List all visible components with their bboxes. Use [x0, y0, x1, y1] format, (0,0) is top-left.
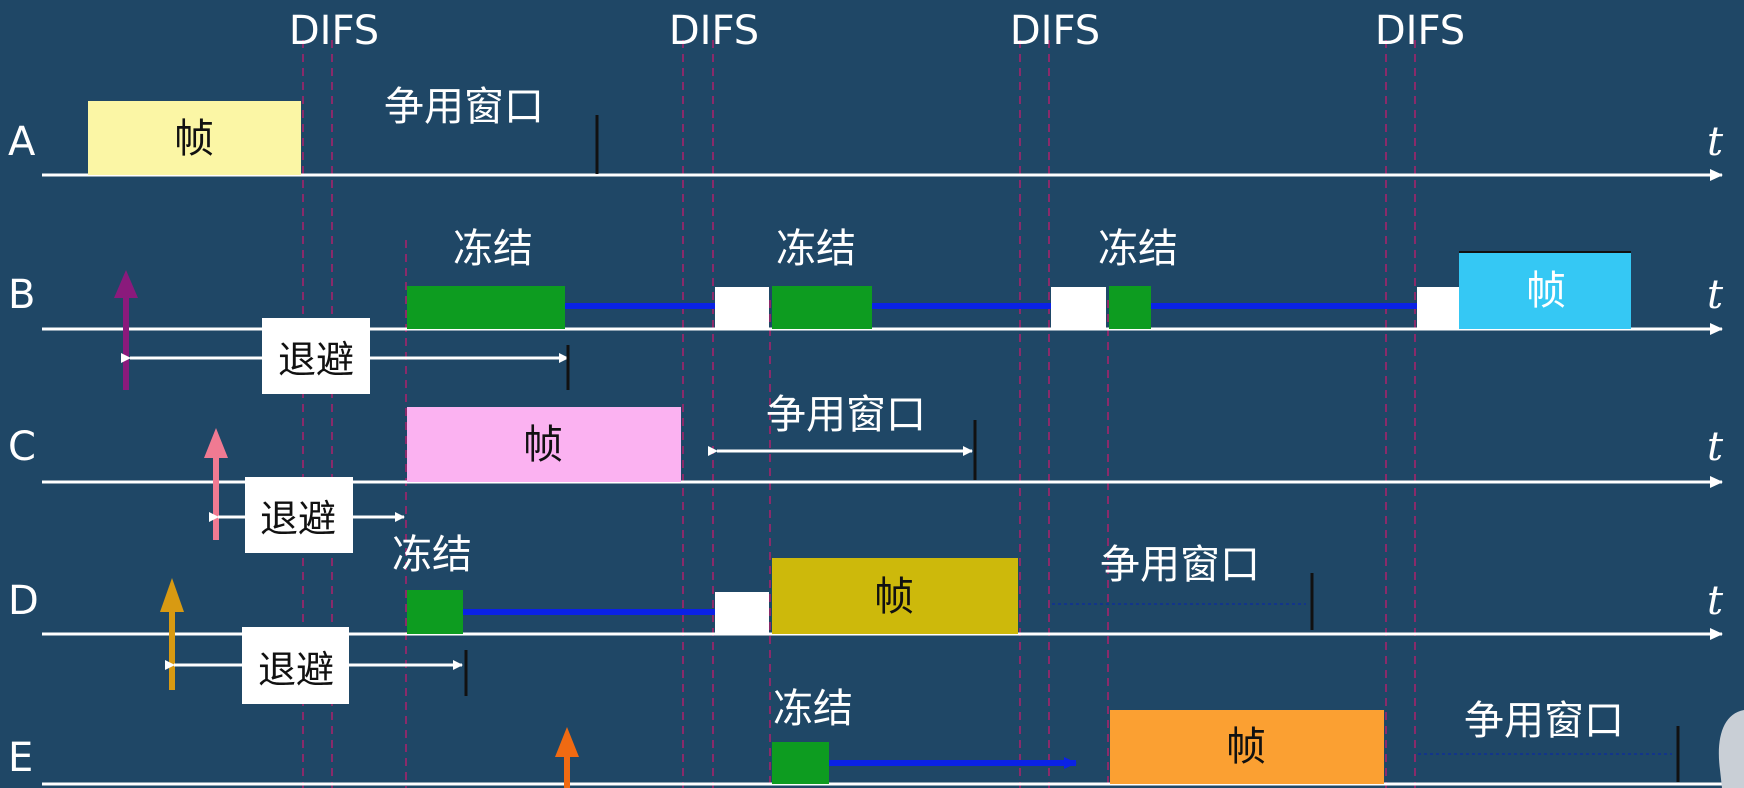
freeze-b3	[1109, 286, 1151, 329]
frame-e	[1110, 710, 1384, 784]
backoff-label-c: 退避	[260, 497, 336, 541]
freeze-label-b2: 冻结	[776, 226, 856, 272]
row-label-c: C	[8, 424, 36, 470]
freeze-e	[772, 742, 829, 784]
row-label-d: D	[8, 578, 39, 624]
frame-b-label: 帧	[1526, 268, 1566, 314]
row-label-a: A	[8, 119, 36, 165]
frame-d	[772, 558, 1018, 634]
arrival-arrowhead-b	[114, 270, 138, 298]
contention-window-label-d: 争用窗口	[1100, 542, 1260, 588]
time-label-a: t	[1707, 119, 1724, 165]
backoff-label-d: 退避	[258, 648, 334, 692]
backoff-label-b: 退避	[278, 338, 354, 382]
difs-label-3: DIFS	[1010, 8, 1100, 54]
presenter-silhouette	[1718, 710, 1744, 788]
frame-c	[407, 407, 681, 482]
difs-gap-d	[715, 592, 769, 634]
frame-c-label: 帧	[523, 422, 563, 468]
freeze-b2	[772, 286, 872, 329]
difs-label-1: DIFS	[289, 8, 379, 54]
freeze-label-b3: 冻结	[1098, 226, 1178, 272]
freeze-label-b1: 冻结	[453, 226, 533, 272]
freeze-label-d: 冻结	[392, 532, 472, 578]
arrival-arrowhead-d	[160, 578, 184, 612]
frame-a-label: 帧	[174, 116, 214, 162]
freeze-d	[407, 590, 463, 634]
difs-label-2: DIFS	[669, 8, 759, 54]
difs-gap-b2	[1051, 287, 1106, 329]
row-label-b: B	[8, 272, 35, 318]
frame-a	[88, 101, 301, 175]
backoff-box-d	[242, 627, 349, 704]
time-label-c: t	[1707, 424, 1724, 470]
freeze-b1	[407, 286, 565, 329]
time-label-b: t	[1707, 272, 1724, 318]
time-label-d: t	[1707, 578, 1724, 624]
row-label-e: E	[8, 735, 33, 781]
frame-d-label: 帧	[874, 574, 914, 620]
difs-gap-b1	[715, 287, 769, 329]
contention-window-label-e: 争用窗口	[1464, 698, 1624, 744]
difs-label-4: DIFS	[1375, 8, 1465, 54]
arrival-arrowhead-e	[555, 727, 579, 757]
backoff-box-c	[245, 477, 353, 553]
contention-window-label-a: 争用窗口	[384, 84, 544, 130]
difs-gap-b3	[1417, 287, 1459, 329]
arrival-arrowhead-c	[204, 428, 228, 458]
frame-e-label: 帧	[1226, 724, 1266, 770]
contention-window-label-c: 争用窗口	[766, 392, 926, 438]
freeze-label-e: 冻结	[773, 686, 853, 732]
backoff-box-b	[262, 318, 370, 394]
frame-b	[1459, 252, 1631, 329]
